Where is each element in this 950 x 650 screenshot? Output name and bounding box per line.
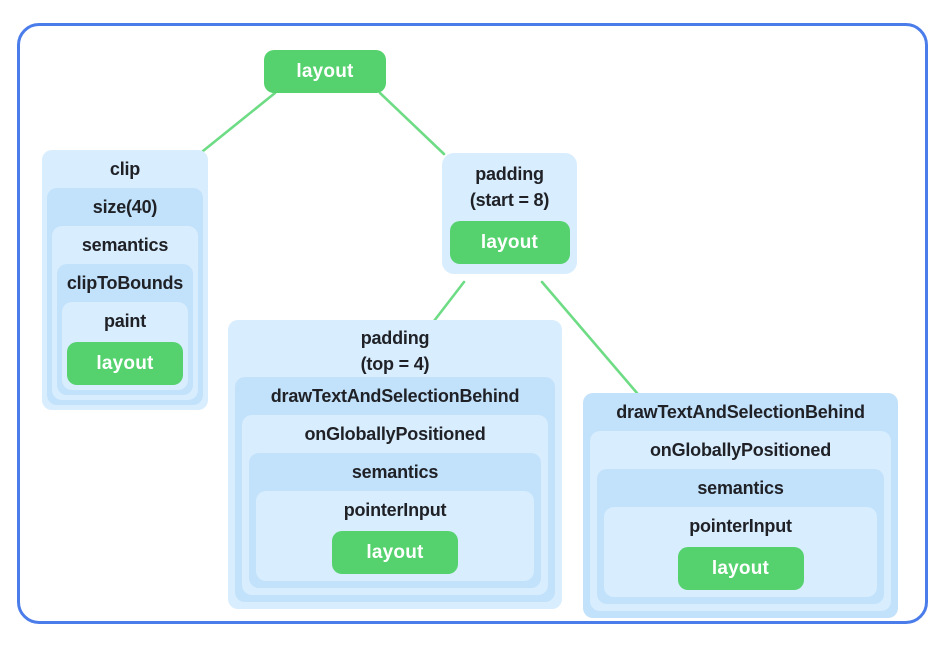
semantics-node: semantics pointerInput layout xyxy=(249,453,541,588)
node-label-line1: padding xyxy=(360,328,430,348)
semantics-node: semantics clipToBounds paint layout xyxy=(52,226,198,400)
padding-top-tree: padding (top = 4) drawTextAndSelectionBe… xyxy=(228,320,562,609)
pointerinput-node: pointerInput layout xyxy=(604,507,877,597)
node-label: drawTextAndSelectionBehind xyxy=(270,386,520,406)
node-label: padding (top = 4) xyxy=(235,320,555,377)
root-layout-node: layout xyxy=(264,50,386,93)
node-label: onGloballyPositioned xyxy=(304,424,486,444)
node-label: semantics xyxy=(351,462,439,482)
drawtext-node: drawTextAndSelectionBehind onGloballyPos… xyxy=(235,377,555,602)
node-label: onGloballyPositioned xyxy=(649,440,831,460)
layout-leaf-node: layout xyxy=(449,221,570,264)
padding-start-node: padding (start = 8) layout xyxy=(442,153,577,274)
layout-leaf-node: layout xyxy=(67,342,183,385)
node-label: pointerInput xyxy=(343,500,447,520)
node-label: pointerInput xyxy=(689,516,792,536)
cliptobounds-node: clipToBounds paint layout xyxy=(57,264,193,395)
layout-leaf-node: layout xyxy=(677,547,804,590)
size-node: size(40) semantics clipToBounds paint la… xyxy=(47,188,203,405)
node-label: semantics xyxy=(81,235,169,255)
drawtext-tree: drawTextAndSelectionBehind onGloballyPos… xyxy=(583,393,898,618)
drawtext-node: drawTextAndSelectionBehind onGloballyPos… xyxy=(583,393,898,618)
padding-top-node: padding (top = 4) drawTextAndSelectionBe… xyxy=(228,320,562,609)
layout-leaf-node: layout xyxy=(332,531,458,574)
node-label: padding (start = 8) xyxy=(449,156,570,213)
node-label: size(40) xyxy=(92,197,158,217)
node-label: drawTextAndSelectionBehind xyxy=(616,402,865,422)
clip-tree: clip size(40) semantics clipToBounds pai… xyxy=(42,150,208,410)
node-label: clipToBounds xyxy=(66,273,184,293)
pointerinput-node: pointerInput layout xyxy=(256,491,534,581)
ongloballypositioned-node: onGloballyPositioned semantics pointerIn… xyxy=(242,415,548,595)
clip-node: clip size(40) semantics clipToBounds pai… xyxy=(42,150,208,410)
node-label: clip xyxy=(109,159,141,179)
semantics-node: semantics pointerInput layout xyxy=(597,469,884,604)
node-label-line1: padding xyxy=(475,164,544,184)
paint-node: paint layout xyxy=(62,302,188,390)
node-label-line2: (start = 8) xyxy=(469,190,550,210)
ongloballypositioned-node: onGloballyPositioned semantics pointerIn… xyxy=(590,431,891,611)
node-label-line2: (top = 4) xyxy=(360,354,430,374)
node-label: semantics xyxy=(697,478,784,498)
node-label: paint xyxy=(104,311,146,331)
